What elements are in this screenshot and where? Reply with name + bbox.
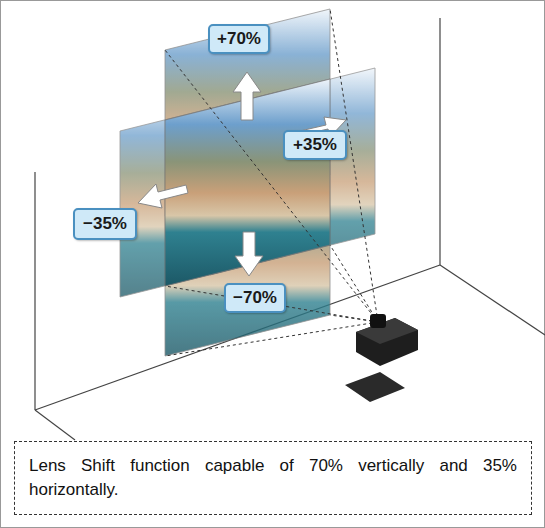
projection-lines bbox=[165, 9, 378, 356]
caption-box: Lens Shift function capable of 70% verti… bbox=[14, 441, 532, 515]
shift-label: −70% bbox=[224, 283, 286, 313]
shift-label: +35% bbox=[283, 130, 347, 160]
projector bbox=[345, 314, 418, 402]
arrow-down bbox=[235, 232, 263, 276]
caption-text: Lens Shift function capable of 70% verti… bbox=[29, 456, 517, 499]
shift-percent: −35% bbox=[83, 214, 127, 234]
projected-images bbox=[120, 9, 375, 356]
shift-percent: +70% bbox=[217, 29, 261, 49]
shift-percent: −70% bbox=[233, 288, 277, 308]
projector-body bbox=[356, 318, 418, 366]
shift-label: +70% bbox=[208, 24, 270, 54]
projector-top bbox=[356, 318, 418, 344]
shift-percent: +35% bbox=[293, 135, 337, 155]
projector-lens bbox=[370, 314, 386, 328]
shift-arrows bbox=[138, 72, 346, 276]
arrow-left bbox=[138, 184, 188, 208]
arrow-up bbox=[233, 72, 261, 120]
projector-shadow bbox=[345, 372, 405, 402]
shift-label: −35% bbox=[73, 208, 137, 240]
